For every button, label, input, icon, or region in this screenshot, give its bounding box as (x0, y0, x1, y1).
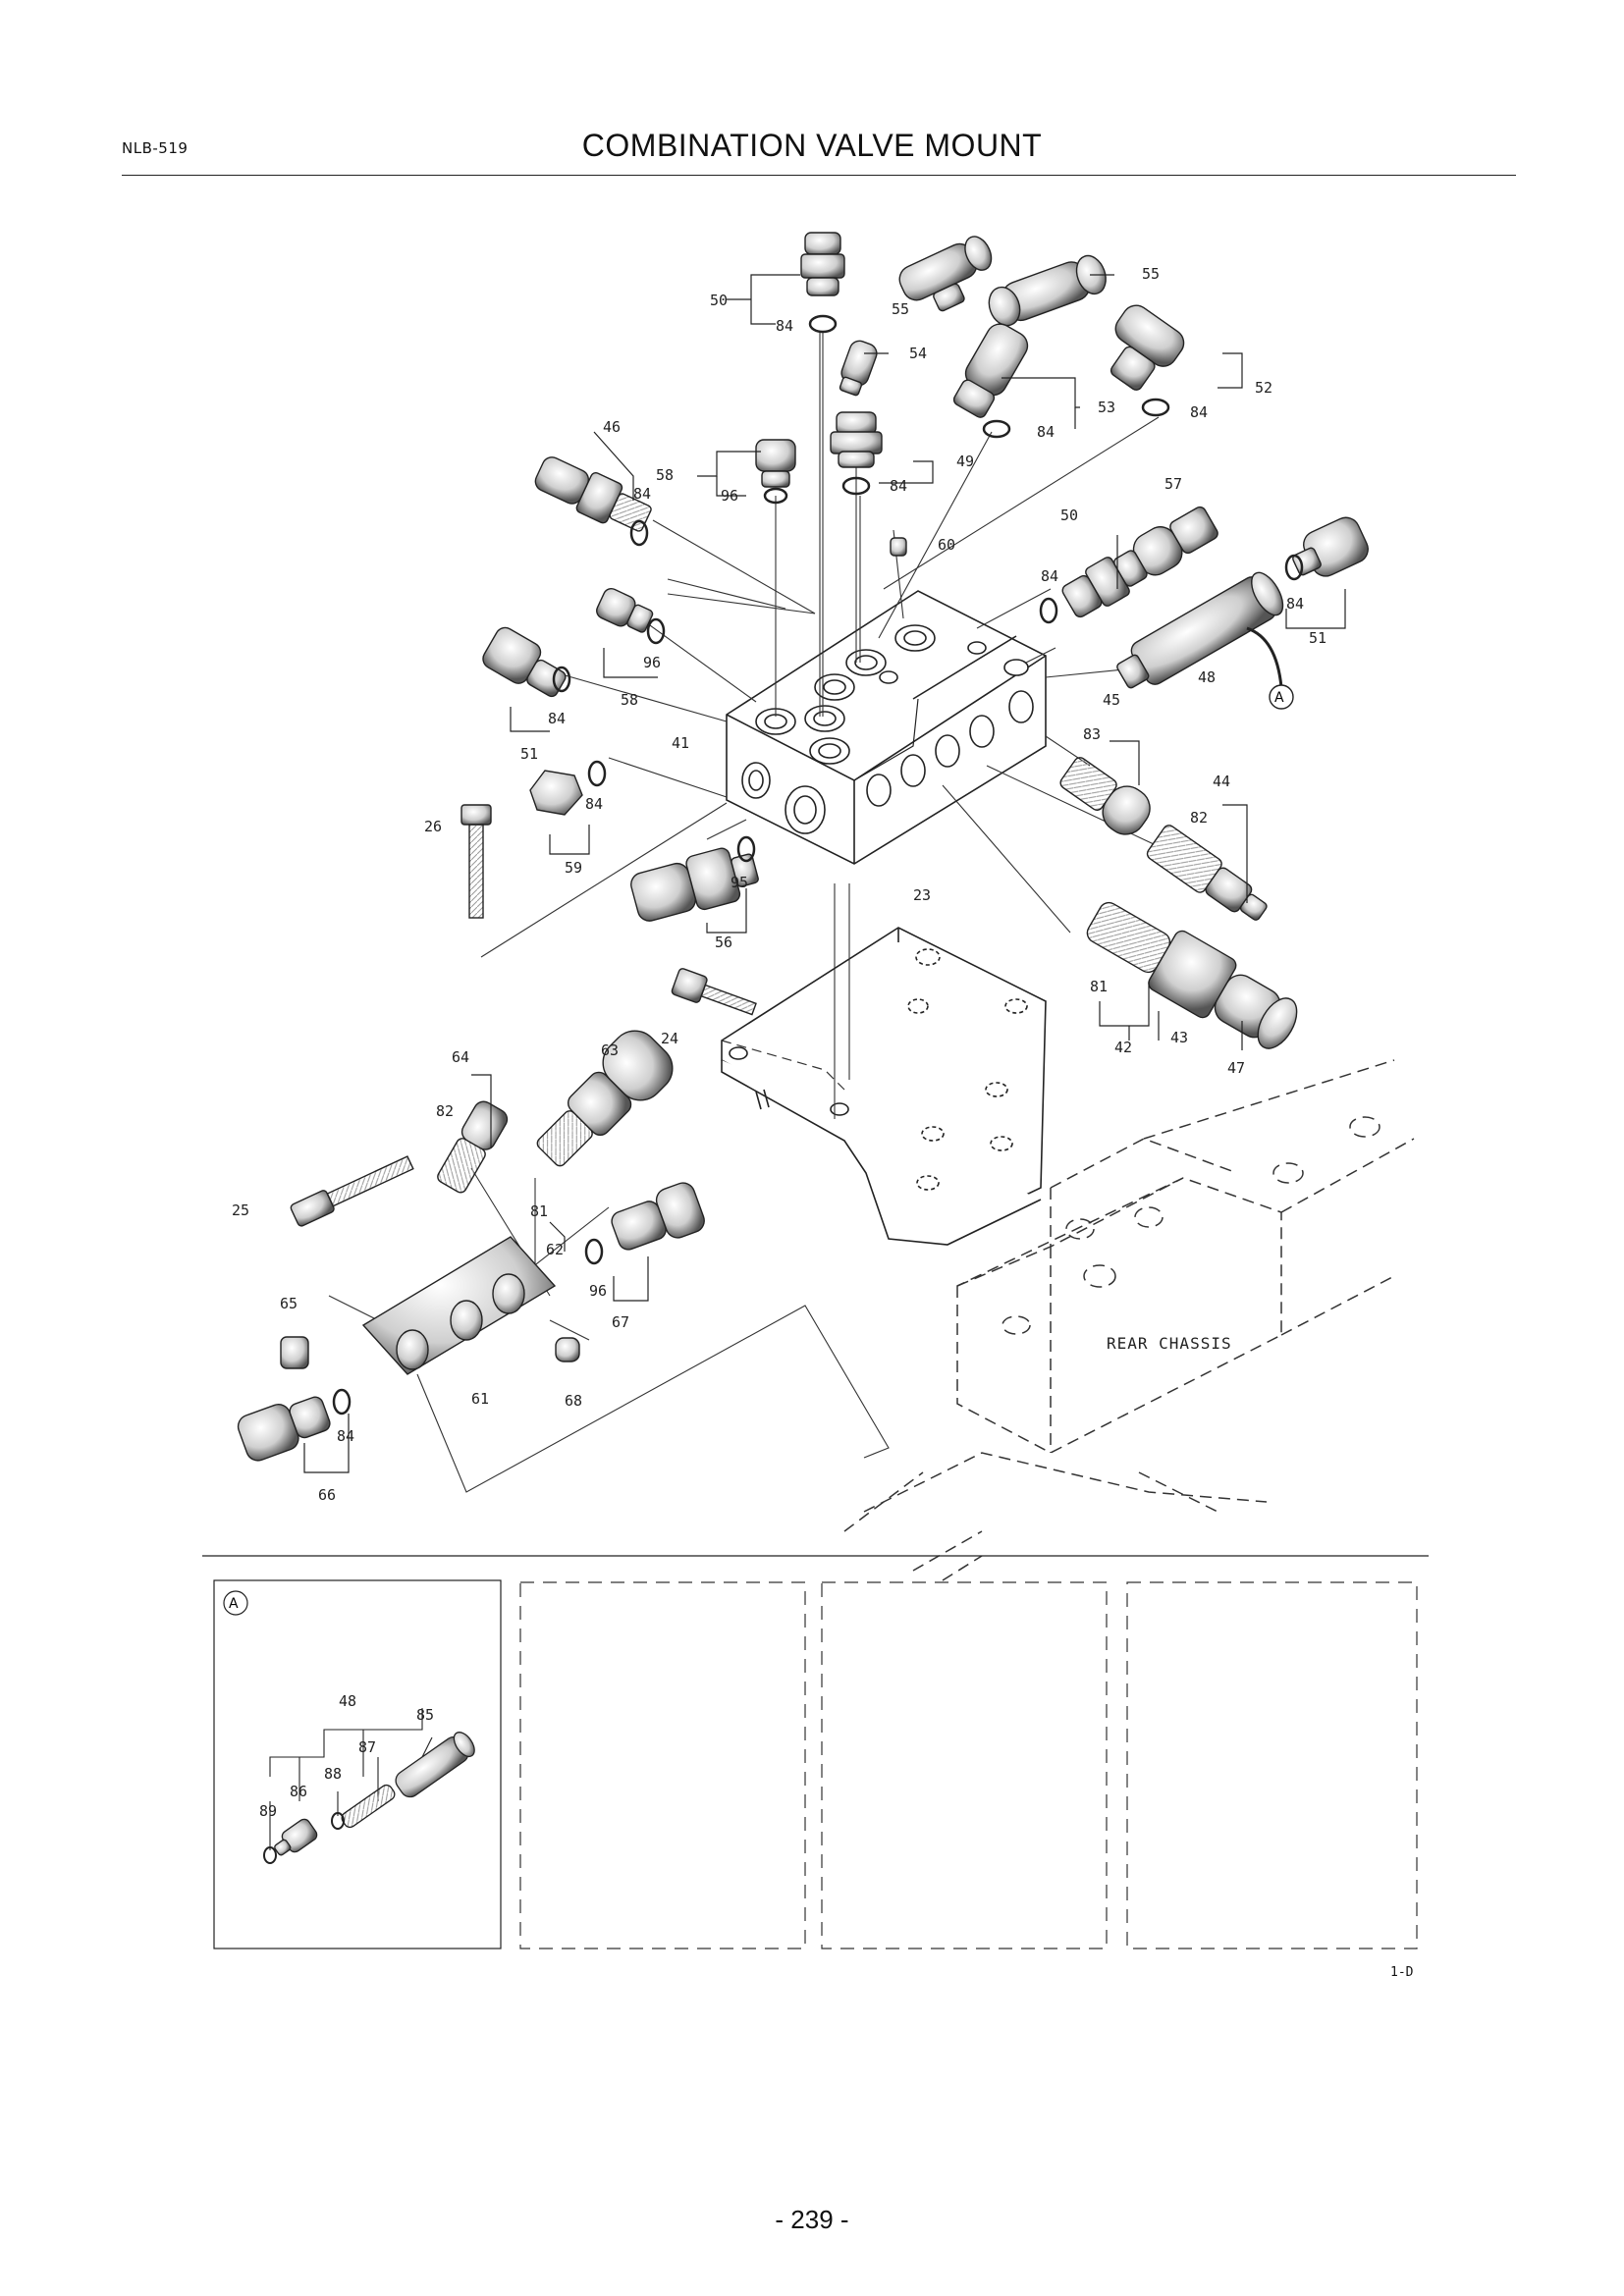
empty-detail-box-2 (821, 1581, 1108, 1949)
callout-label: 84 (776, 317, 793, 335)
callout-label: 55 (1142, 265, 1160, 283)
callout-label: 43 (1170, 1029, 1188, 1046)
callout-label: 60 (938, 536, 955, 554)
callout-label: 64 (452, 1048, 469, 1066)
detail-callout-label: 87 (358, 1738, 376, 1756)
page-number: - 239 - (775, 2205, 849, 2234)
callout-label: 84 (1286, 595, 1304, 613)
callout-label: 52 (1255, 379, 1272, 397)
detail-callout-label: 48 (339, 1692, 356, 1710)
callout-label: 50 (1060, 507, 1078, 524)
callout-label: 58 (621, 691, 638, 709)
callout-label: 61 (471, 1390, 489, 1408)
callout-label: 51 (520, 745, 538, 763)
o-rings (332, 314, 1304, 1415)
callout-labels: 50 84 55 55 54 52 53 84 84 46 84 58 96 8… (232, 265, 1326, 1504)
callout-label: 53 (1098, 399, 1115, 416)
callout-label: 82 (1190, 809, 1208, 827)
callout-label: 67 (612, 1313, 629, 1331)
detail-callout-label: 88 (324, 1765, 342, 1783)
callout-label: 58 (656, 466, 674, 484)
callout-label: 46 (603, 418, 621, 436)
detail-a-box: A 48 85 87 88 (213, 1579, 502, 1949)
callout-label: 83 (1083, 725, 1101, 743)
callout-label: 49 (956, 453, 974, 470)
callout-label: 81 (530, 1202, 548, 1220)
callout-label: 81 (1090, 978, 1108, 995)
callout-label: 96 (721, 487, 738, 505)
callout-label: 84 (1037, 423, 1055, 441)
callout-label: 84 (1041, 567, 1058, 585)
callout-label: 51 (1309, 629, 1326, 647)
callout-label: 84 (585, 795, 603, 813)
callout-label: 41 (672, 734, 689, 752)
detail-a-box-marker: A (229, 1596, 239, 1612)
callout-label: 84 (1190, 403, 1208, 421)
callout-label: 84 (548, 710, 566, 727)
callout-label: 26 (424, 818, 442, 835)
callout-label: 68 (565, 1392, 582, 1410)
callout-label: 57 (1164, 475, 1182, 493)
page-title: COMBINATION VALVE MOUNT (581, 128, 1043, 163)
bolt (460, 804, 492, 919)
callout-label: 59 (565, 859, 582, 877)
callout-label: 25 (232, 1201, 249, 1219)
callout-label: 63 (601, 1041, 619, 1059)
callout-label: 24 (661, 1030, 678, 1047)
callout-label: 62 (546, 1241, 564, 1258)
document-code: NLB-519 (122, 139, 189, 157)
callout-label: 54 (909, 345, 927, 362)
callout-label: 42 (1114, 1039, 1132, 1056)
reference-code: 1-D (1390, 1965, 1414, 1980)
empty-detail-box-1 (519, 1581, 806, 1949)
callout-label: 96 (589, 1282, 607, 1300)
callout-label: 55 (892, 300, 909, 318)
callout-label: 47 (1227, 1059, 1245, 1077)
detail-a-marker-label: A (1274, 690, 1284, 706)
rear-chassis (843, 1059, 1415, 1581)
callout-label: 23 (913, 886, 931, 904)
callout-brackets (303, 274, 1346, 1473)
empty-detail-boxes (519, 1581, 1418, 1949)
detail-callout-label: 89 (259, 1802, 277, 1820)
callout-label: 84 (337, 1427, 354, 1445)
adapter-fitting (800, 232, 845, 296)
callout-label: 66 (318, 1486, 336, 1504)
callout-label: 48 (1198, 668, 1216, 686)
callout-label: 44 (1213, 773, 1230, 790)
callout-label: 84 (633, 485, 651, 503)
callout-label: 84 (890, 477, 907, 495)
mounting-bracket (721, 927, 1047, 1246)
detail-callout-label: 86 (290, 1783, 307, 1800)
callout-label: 45 (1103, 691, 1120, 709)
bracket-hidden-edge (721, 1040, 845, 1091)
detail-callout-label: 85 (416, 1706, 434, 1724)
callout-label: 56 (715, 934, 732, 951)
callout-label: 50 (710, 292, 728, 309)
callout-label: 82 (436, 1102, 454, 1120)
valve-block (726, 590, 1047, 865)
callout-label: 65 (280, 1295, 298, 1312)
frame-label: REAR CHASSIS (1107, 1334, 1232, 1353)
callout-label: 95 (731, 874, 748, 891)
callout-label: 96 (643, 654, 661, 671)
title-rule (122, 175, 1516, 176)
detail-a-marker: A (1246, 626, 1294, 710)
empty-detail-box-3 (1126, 1581, 1418, 1949)
